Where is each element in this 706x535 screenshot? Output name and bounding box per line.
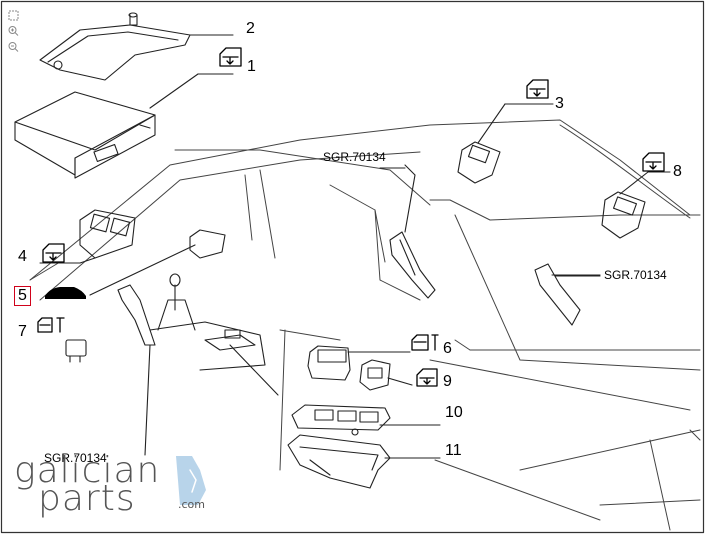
part-3-switch xyxy=(457,103,554,184)
callout-8[interactable]: 8 xyxy=(673,163,682,180)
callout-9[interactable]: 9 xyxy=(443,373,452,390)
callout-11[interactable]: 11 xyxy=(445,442,462,459)
door-symbol-1 xyxy=(219,47,242,67)
logo-suffix: .com xyxy=(178,498,205,511)
car-body-outline xyxy=(29,119,701,531)
door-key-symbol-6 xyxy=(411,334,439,351)
part-1-control-unit xyxy=(14,73,234,179)
callout-5[interactable]: 5 xyxy=(14,286,31,306)
bracket-left xyxy=(117,284,156,456)
callout-10[interactable]: 10 xyxy=(445,404,463,421)
logo-word-galician: galician xyxy=(14,450,161,491)
logo-word-parts: parts xyxy=(38,478,136,519)
callout-2[interactable]: 2 xyxy=(246,20,255,37)
fullscreen-icon[interactable] xyxy=(7,9,21,21)
reference-sgr-right: SGR.70134 xyxy=(604,268,667,282)
part-6-switch xyxy=(307,345,411,381)
trunk-symbol-5 xyxy=(45,287,86,299)
reference-sgr-center: SGR.70134 xyxy=(323,150,386,164)
leader-lines xyxy=(379,167,601,277)
callout-3[interactable]: 3 xyxy=(555,95,564,112)
gear-shifter-area xyxy=(149,273,279,396)
callout-6[interactable]: 6 xyxy=(443,340,452,357)
door-symbol-4 xyxy=(42,243,65,263)
callout-1[interactable]: 1 xyxy=(247,58,256,75)
callout-7[interactable]: 7 xyxy=(18,323,27,340)
logo-pictogram xyxy=(176,456,206,505)
part-8-switch xyxy=(601,171,671,239)
bracket-center xyxy=(389,164,436,299)
part-5-trunk-switch xyxy=(89,229,226,296)
part-9-switch xyxy=(359,359,413,391)
bracket-right xyxy=(534,263,601,326)
part-11-box-tray xyxy=(287,434,441,489)
door-symbol-8 xyxy=(642,152,665,172)
reference-sgr-left: SGR.70134 xyxy=(44,451,107,465)
part-7-relay xyxy=(65,339,87,363)
zoom-in-icon[interactable] xyxy=(7,24,21,36)
part-2-cover-plate xyxy=(39,12,234,81)
callout-4[interactable]: 4 xyxy=(18,248,27,265)
door-symbol-9 xyxy=(416,368,438,387)
door-symbol-3 xyxy=(526,79,549,99)
part-10-tray-frame xyxy=(291,404,441,436)
door-key-symbol-7 xyxy=(37,317,65,333)
part-4-double-switch xyxy=(39,209,136,264)
door-key-symbols xyxy=(37,47,665,387)
zoom-out-icon[interactable] xyxy=(7,40,21,52)
